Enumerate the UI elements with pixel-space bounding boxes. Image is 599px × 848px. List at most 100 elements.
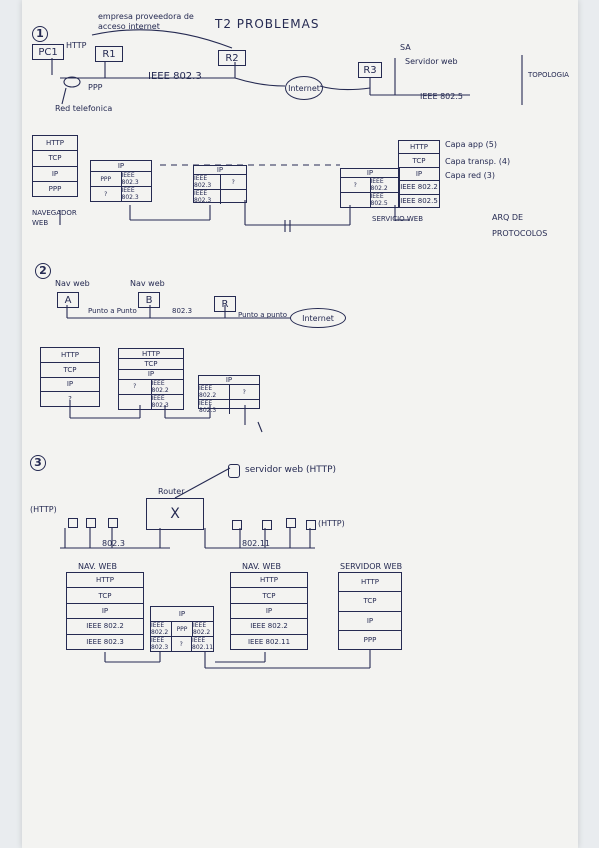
host-icon	[286, 518, 296, 528]
p3-server-layer: TCP	[339, 592, 401, 612]
p1-router2-cell: IEEE 802.3	[194, 190, 221, 204]
p2-b-cell: ?	[119, 379, 152, 394]
p1-router3-bot: IEEE 802.5	[341, 193, 399, 207]
link2-label: 802.3	[172, 307, 193, 315]
p1-router1-cell: ?	[91, 187, 122, 201]
p1-server-stack: HTTP TCP IP IEEE 802.2 IEEE 802.5	[398, 140, 440, 208]
p1-server-layer: IEEE 802.2	[399, 181, 439, 195]
p3-router-cell: ?	[172, 637, 193, 651]
browser-label: NAVEGADOR WEB	[32, 209, 77, 227]
p2-r-cell: ?	[242, 388, 246, 396]
nav-web-a-label: Nav web	[55, 279, 90, 288]
http-label-1: HTTP	[66, 41, 87, 50]
p1-router1-cell: IEEE 802.3	[121, 172, 139, 186]
p3-router-mid: IEEE 802.2 PPP IEEE 802.2	[151, 622, 213, 637]
lan-right-label: 802.11	[242, 539, 270, 548]
host-icon	[232, 520, 242, 530]
p1-server-layer: IP	[399, 168, 439, 182]
p3-left-layer: HTTP	[67, 573, 143, 589]
p3-router-ip: IP	[151, 607, 213, 622]
p1-router1-cell: PPP	[91, 172, 122, 186]
p3-left-layer: IEEE 802.3	[86, 637, 124, 646]
node-r: R	[214, 296, 236, 312]
p1-browser-layer: PPP	[48, 184, 62, 193]
p2-r-cell: IEEE 802.2	[199, 385, 230, 399]
p3-router-bot: IEEE 802.3 ? IEEE 802.11	[151, 637, 213, 651]
p3-left-layer: TCP	[67, 588, 143, 604]
http-right-label: (HTTP)	[318, 519, 345, 528]
p1-router2-cell	[221, 190, 247, 204]
r3-label: R3	[363, 64, 377, 76]
layer-transp: Capa transp. (4)	[445, 157, 511, 166]
host-icon	[262, 520, 272, 530]
p1-router1-stack: IP PPP IEEE 802.3 ? IEEE 802.3	[90, 160, 152, 202]
p1-router2-stack: IP IEEE 802.3 ? IEEE 802.3	[193, 165, 247, 204]
r2-node: R2	[218, 50, 246, 66]
p2-b-cell	[119, 394, 152, 409]
node-a: A	[57, 292, 79, 308]
pc1-node: PC1	[32, 44, 64, 60]
p2-r-cell: IEEE 802.3	[199, 400, 230, 414]
p1-router1-mid: PPP IEEE 802.3	[91, 172, 151, 187]
p1-browser-stack: HTTP TCP IP PPP	[32, 135, 78, 197]
pc1-label: PC1	[38, 46, 58, 58]
p2-b-layer: TCP	[119, 359, 183, 370]
p1-router1-ip: IP	[91, 161, 151, 172]
header-title: T2 PROBLEMAS	[215, 17, 320, 31]
p2-r-ip: IP	[199, 376, 259, 385]
p3-router-cell: IEEE 802.11	[192, 637, 214, 651]
p2-b-split-bot: IEEE 802.3	[119, 394, 183, 409]
p1-router3-stack: IP ? IEEE 802.2 IEEE 802.5	[340, 168, 400, 208]
nav-web-right-label: NAV. WEB	[242, 562, 281, 571]
p3-left-layer: IEEE 802.2	[67, 619, 143, 635]
p3-router-cell: IEEE 802.3	[151, 637, 172, 651]
server-service-label: SERVICIO WEB	[372, 215, 424, 223]
p1-server-layer: IEEE 802.5	[400, 196, 438, 205]
p3-right-layer: IP	[231, 604, 307, 620]
p2-b-layer: IP	[119, 370, 183, 380]
p1-router3-cell: IEEE 802.5	[370, 193, 388, 207]
lan-left-label: 802.3	[102, 539, 125, 548]
p1-router2-bot: IEEE 802.3	[194, 190, 246, 204]
p2-b-cell: IEEE 802.3	[151, 394, 169, 409]
p2-a-layer: HTTP	[41, 348, 99, 363]
p2-a-layer: ?	[68, 395, 72, 404]
p2-stack-r: IP IEEE 802.2 ? IEEE 802.3	[198, 375, 260, 414]
p1-router3-cell: ?	[341, 178, 371, 192]
problem-1-number: 1	[32, 26, 48, 42]
p3-right-stack: HTTP TCP IP IEEE 802.2 IEEE 802.11	[230, 572, 308, 650]
sa-label: SA	[400, 43, 411, 52]
p2-b-split-top: ? IEEE 802.2	[119, 379, 183, 395]
node-b-label: B	[145, 294, 153, 306]
host-icon	[68, 518, 78, 528]
p1-router2-ip: IP	[194, 166, 246, 175]
p1-router1-cell: IEEE 802.3	[121, 187, 139, 201]
phone-net-label: Red telefonica	[55, 104, 113, 113]
p1-router1-bot: ? IEEE 802.3	[91, 187, 151, 201]
p3-router-stack: IP IEEE 802.2 PPP IEEE 802.2 IEEE 802.3 …	[150, 606, 214, 652]
p3-router-cell: PPP	[172, 622, 193, 636]
p3-right-layer: IEEE 802.2	[231, 619, 307, 635]
p2-b-cell: IEEE 802.2	[151, 379, 169, 394]
p2-a-layer: IP	[41, 378, 99, 393]
p1-server-layer: TCP	[399, 154, 439, 168]
host-icon	[306, 520, 316, 530]
http-left-label: (HTTP)	[30, 505, 57, 514]
host-icon	[86, 518, 96, 528]
layer-red: Capa red (3)	[445, 171, 495, 180]
p3-server-layer: PPP	[363, 635, 377, 644]
nav-web-left-label: NAV. WEB	[78, 562, 117, 571]
p3-server-label: servidor web (HTTP)	[245, 465, 337, 475]
layer-app: Capa app (5)	[445, 140, 497, 149]
arq-label: ARQ DE PROTOCOLOS	[492, 213, 548, 238]
p1-router3-cell	[341, 193, 371, 207]
p2-r-split-top: IEEE 802.2 ?	[199, 385, 259, 400]
internet-cloud-1: Internet	[285, 76, 323, 100]
router-symbol: X	[170, 506, 180, 522]
router-label: Router	[158, 487, 185, 496]
problem-2-number: 2	[35, 263, 51, 279]
r1-node: R1	[95, 46, 123, 62]
p3-right-layer: TCP	[231, 588, 307, 604]
p2-stack-b: HTTP TCP IP ? IEEE 802.2 IEEE 802.3	[118, 348, 184, 410]
p3-router-cell: IEEE 802.2	[151, 622, 172, 636]
